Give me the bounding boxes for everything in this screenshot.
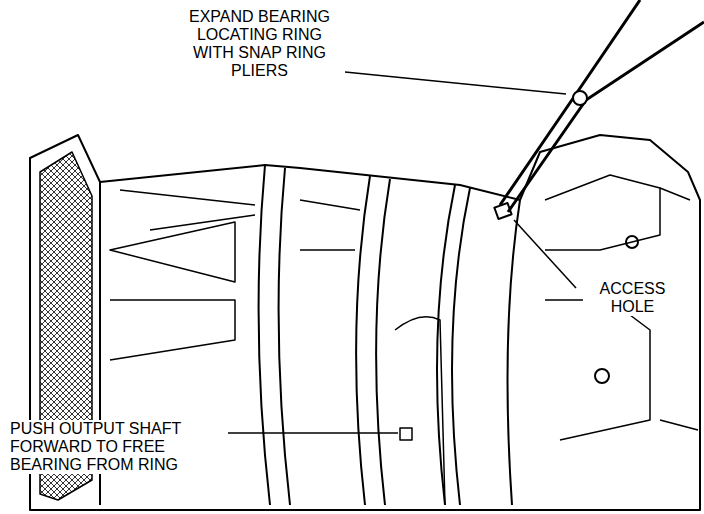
callout-label: PUSH OUTPUT SHAFT FORWARD TO FREE BEARIN… — [8, 420, 224, 474]
callout-label: EXPAND BEARING LOCATING RING WITH SNAP R… — [175, 8, 344, 80]
callout-label: ACCESS HOLE — [583, 280, 682, 316]
snap-ring-pliers — [500, 0, 704, 212]
leader-line — [228, 72, 576, 433]
